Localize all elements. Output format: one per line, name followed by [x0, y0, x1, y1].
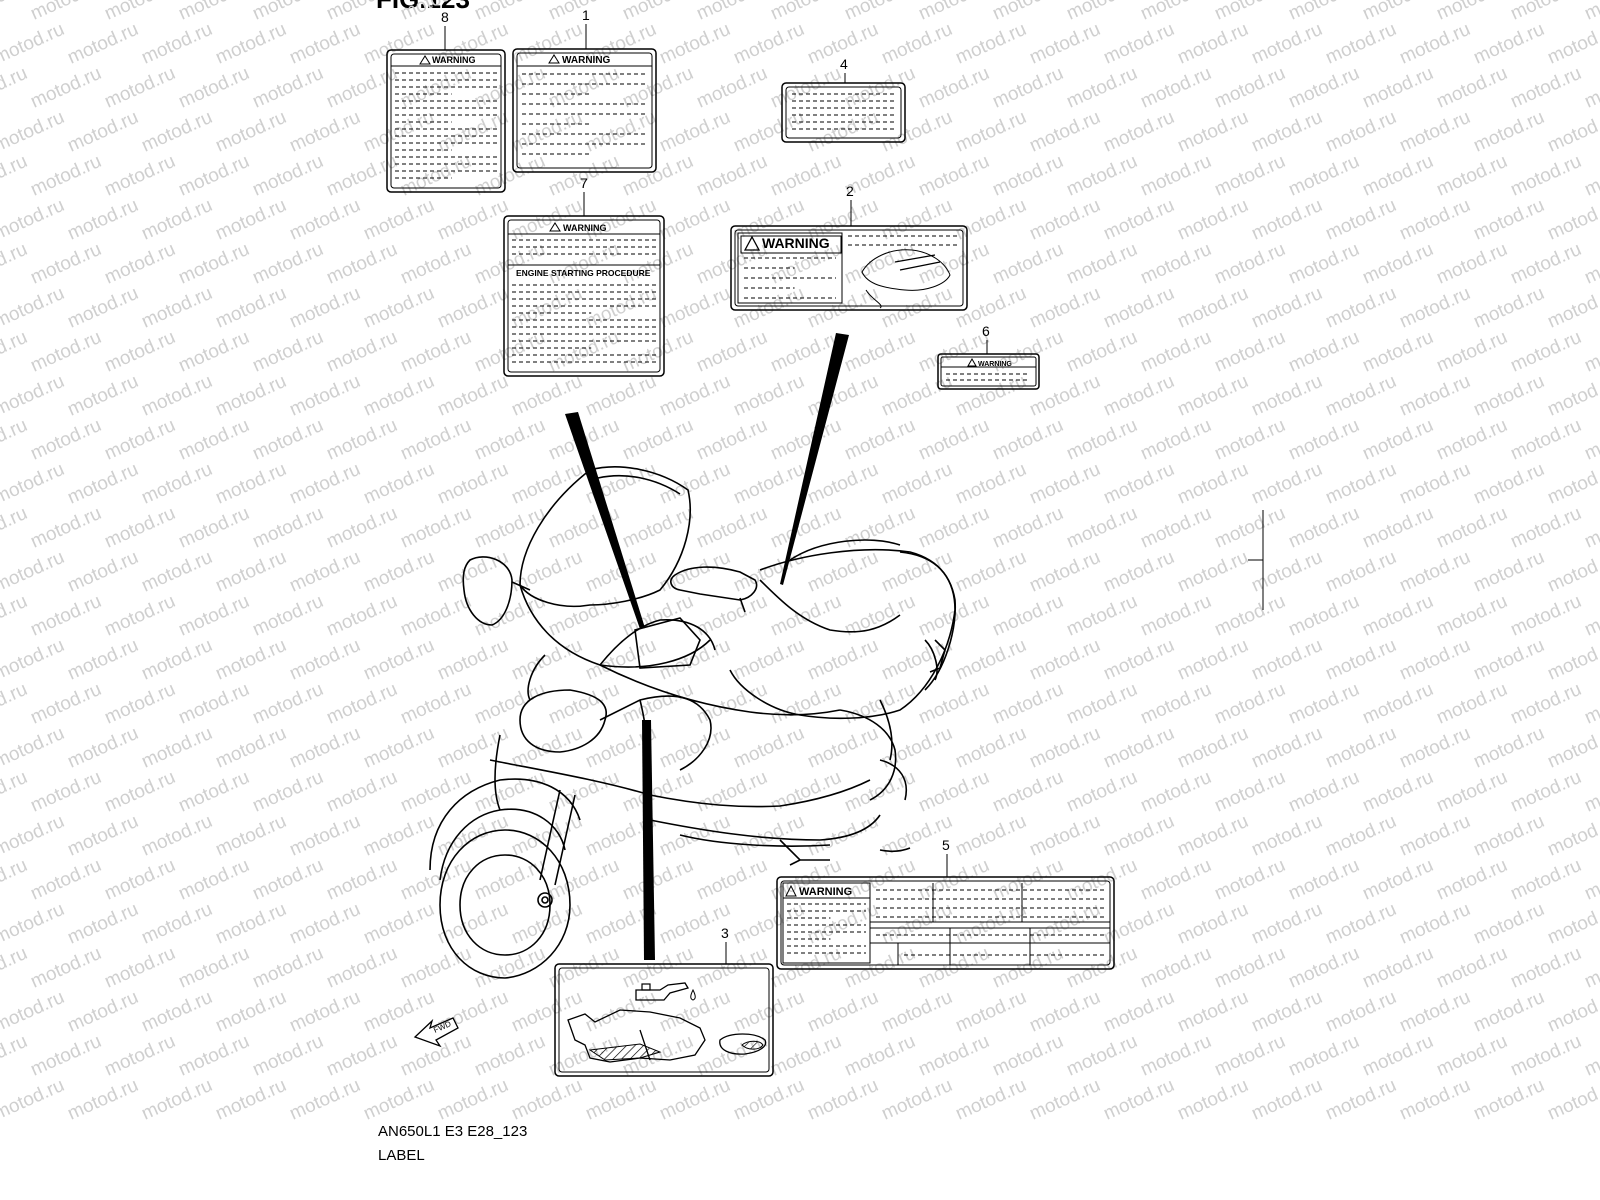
label-4-number: 4 [840, 56, 848, 72]
label-1-heading: WARNING [562, 55, 611, 66]
label-8-number: 8 [441, 9, 449, 25]
label-6-heading: WARNING [978, 361, 1012, 368]
label-7-number: 7 [580, 175, 588, 191]
label-2[interactable]: WARNING [730, 225, 968, 311]
label-6-number: 6 [982, 323, 990, 339]
figure-code: AN650L1 E3 E28_123 [378, 1123, 528, 1140]
label-4[interactable] [781, 82, 906, 143]
leader-wedges [565, 333, 849, 960]
label-5[interactable]: WARNING [776, 876, 1115, 970]
label-7-subheading: ENGINE STARTING PROCEDURE [516, 268, 651, 278]
label-7[interactable]: WARNING ENGINE STARTING PROCEDURE [503, 215, 665, 377]
label-5-heading: WARNING [799, 886, 852, 898]
label-5-number: 5 [942, 837, 950, 853]
label-1[interactable]: WARNING [512, 48, 657, 173]
label-6[interactable]: WARNING [937, 353, 1040, 390]
label-3-number: 3 [721, 925, 729, 941]
label-7-heading: WARNING [563, 223, 607, 233]
label-2-number: 2 [846, 183, 854, 199]
scooter-drawing [429, 466, 957, 979]
label-8[interactable]: WARNING [386, 49, 506, 193]
label-1-number: 1 [582, 7, 590, 23]
figure-name: LABEL [378, 1147, 425, 1164]
label-2-heading: WARNING [762, 235, 830, 251]
figure-title: FIG.123 [376, 0, 470, 15]
fwd-arrow: FWD [413, 1017, 459, 1048]
label-8-heading: WARNING [432, 55, 476, 65]
label-3[interactable] [554, 963, 774, 1077]
